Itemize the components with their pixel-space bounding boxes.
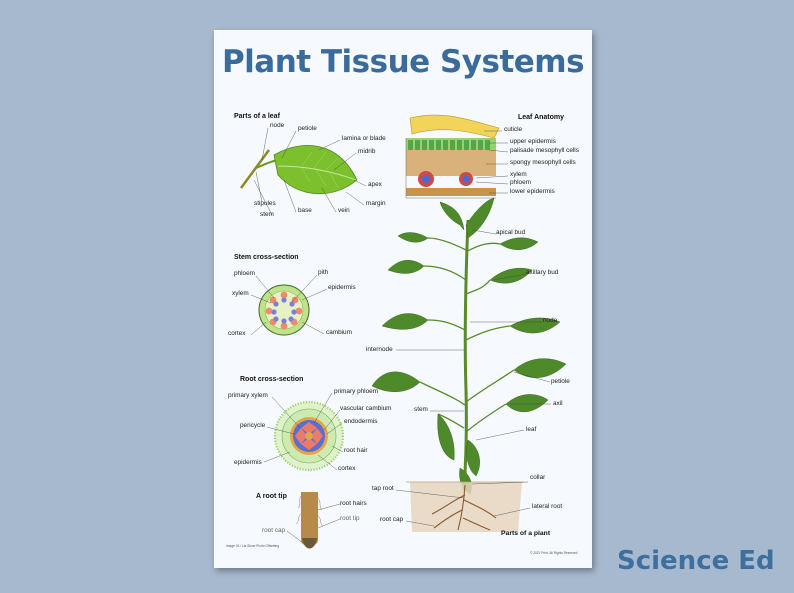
label-plant-petiole: petiole xyxy=(551,378,570,385)
root-tip-illustration xyxy=(295,492,324,549)
label-plant-node: node xyxy=(543,317,558,324)
leaf-illustration xyxy=(239,145,358,195)
label-plant-root-cap: root cap xyxy=(380,516,404,523)
label-root-epidermis: epidermis xyxy=(234,459,262,466)
label-base: base xyxy=(298,207,312,214)
label-tip-root-cap: root cap xyxy=(262,527,286,534)
label-lower-epidermis: lower epidermis xyxy=(510,188,555,195)
label-petiole: petiole xyxy=(298,125,317,132)
label-apex: apex xyxy=(368,181,382,188)
stem-cross-heading: Stem cross-section xyxy=(234,254,299,261)
brand-wordmark: Science Ed xyxy=(617,546,775,576)
root-leader-lines xyxy=(263,392,344,471)
label-anatomy-phloem: phloem xyxy=(510,179,531,186)
plant-illustration xyxy=(371,197,567,532)
label-pericycle: pericycle xyxy=(240,422,266,429)
leaf-anatomy-heading: Leaf Anatomy xyxy=(518,114,565,121)
label-upper-epidermis: upper epidermis xyxy=(510,138,556,145)
label-root-cortex: cortex xyxy=(338,465,356,472)
root-tip-heading: A root tip xyxy=(256,493,287,500)
label-lateral-root: lateral root xyxy=(532,503,563,510)
label-stem-cortex: cortex xyxy=(228,330,246,337)
label-apical-bud: apical bud xyxy=(496,229,526,236)
label-stem-epidermis: epidermis xyxy=(328,284,356,291)
label-stem-pith: pith xyxy=(318,269,329,276)
root-cross-heading: Root cross-section xyxy=(240,376,304,383)
label-root-hair: root hair xyxy=(344,447,368,454)
label-node: node xyxy=(270,122,285,129)
credit-left: Image 01 / Lia Stone Photo Offsetting xyxy=(226,544,280,548)
label-root-tip: root tip xyxy=(340,515,360,522)
root-cross-section-illustration xyxy=(273,400,345,472)
anatomy-leader-lines xyxy=(475,130,509,194)
label-anatomy-xylem: xylem xyxy=(510,171,527,178)
plant-leader-lines xyxy=(395,229,551,527)
stem-cross-section-illustration xyxy=(258,284,310,336)
label-palisade: palisade mesophyll cells xyxy=(510,147,579,154)
stem-leader-lines xyxy=(250,274,328,336)
poster-title: Plant Tissue Systems xyxy=(221,44,585,80)
label-primary-xylem: primary xylem xyxy=(228,392,268,399)
label-vein: vein xyxy=(338,207,350,214)
label-stipules: stipules xyxy=(254,200,276,207)
label-stem-phloem: phloem xyxy=(234,270,255,277)
label-axillary-bud: axillary bud xyxy=(526,269,559,276)
label-plant-stem: stem xyxy=(414,406,428,413)
label-leaf: leaf xyxy=(526,426,537,433)
label-stem-cambium: cambium xyxy=(326,329,352,336)
leaf-parts-heading: Parts of a leaf xyxy=(234,113,280,120)
poster-illustrations xyxy=(239,114,567,549)
label-tap-root: tap root xyxy=(372,485,394,492)
label-internode: internode xyxy=(366,346,393,353)
label-stem-xylem: xylem xyxy=(232,290,249,297)
label-leaf-stem: stem xyxy=(260,211,274,218)
label-cuticle: cuticle xyxy=(504,126,523,133)
label-axil: axil xyxy=(553,400,563,407)
label-root-hairs: root hairs xyxy=(340,500,367,507)
poster: Plant Tissue Systems xyxy=(214,30,592,568)
leaf-leader-lines xyxy=(253,127,367,216)
label-spongy: spongy mesophyll cells xyxy=(510,159,576,166)
label-margin: margin xyxy=(366,200,386,207)
credit-right: © 2021 Print. All Rights Reserved xyxy=(530,551,578,555)
root-tip-leader-lines xyxy=(286,503,341,544)
label-collar: collar xyxy=(530,474,546,481)
label-primary-phloem: primary phloem xyxy=(334,388,379,395)
leaf-anatomy-illustration xyxy=(405,114,500,199)
label-midrib: midrib xyxy=(358,148,376,155)
plant-caption: Parts of a plant xyxy=(501,530,551,537)
label-lamina: lamina or blade xyxy=(342,135,386,142)
label-vascular-cambium: vascular cambium xyxy=(340,405,392,412)
label-endodermis: endodermis xyxy=(344,418,378,425)
